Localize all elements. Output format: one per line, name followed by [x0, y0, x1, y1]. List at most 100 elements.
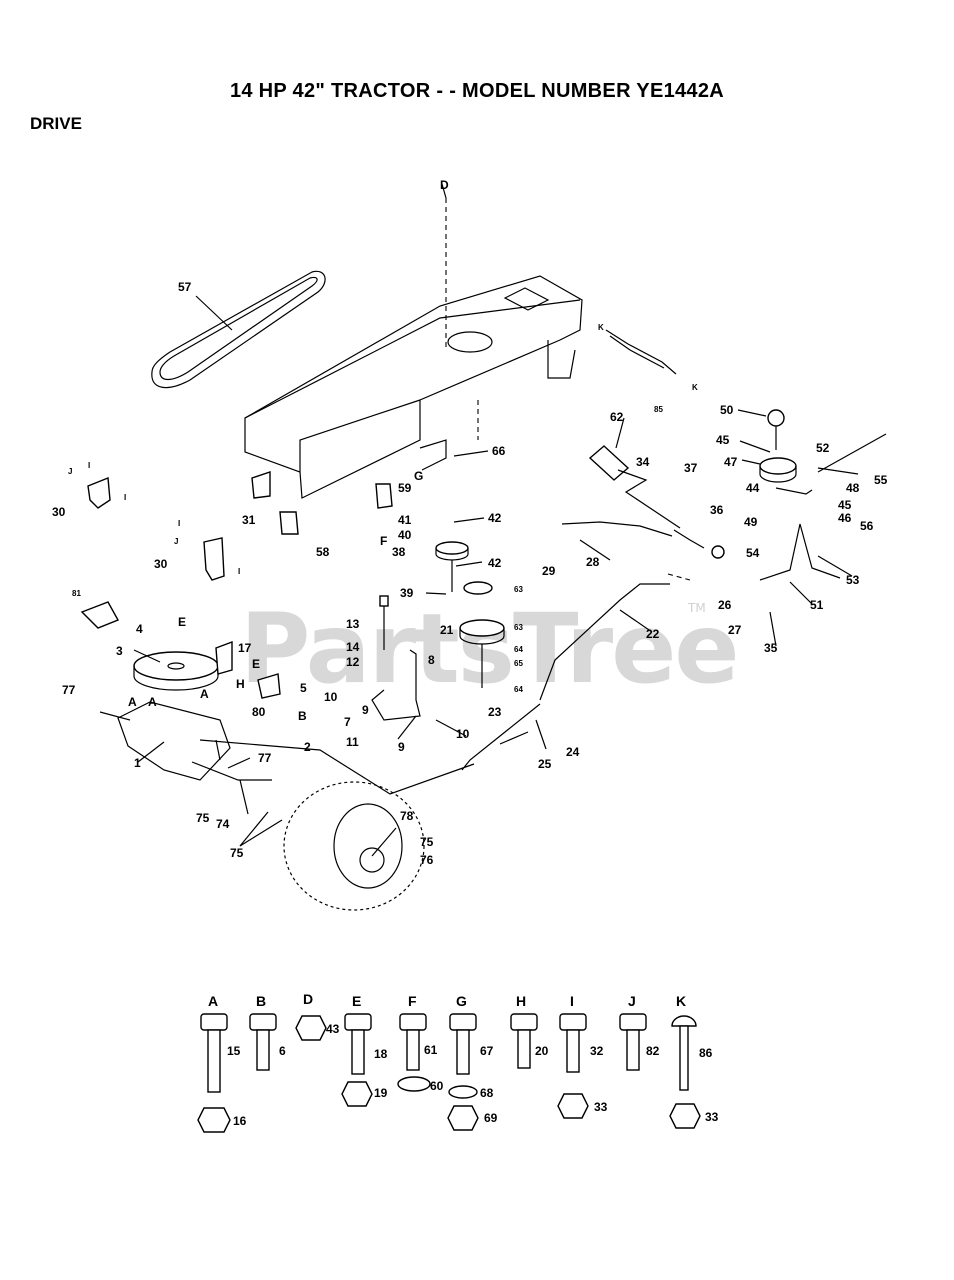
callout-80: 80: [252, 705, 266, 719]
callout-B: B: [298, 709, 307, 723]
hardware-G-part-68: 68: [480, 1086, 494, 1100]
callout-47: 47: [724, 455, 738, 469]
callout-I-1b: I: [124, 493, 126, 502]
callout-1: 1: [134, 756, 141, 770]
hardware-key-E: E: [352, 993, 361, 1009]
callout-30-b: 30: [154, 557, 168, 571]
callout-75-b: 75: [420, 835, 434, 849]
nut-69: [447, 1105, 479, 1131]
callout-2: 2: [304, 740, 311, 754]
callout-E-2: E: [252, 657, 260, 671]
callout-49: 49: [744, 515, 758, 529]
callout-27: 27: [728, 623, 742, 637]
callout-14: 14: [346, 640, 360, 654]
callout-F: F: [380, 534, 387, 548]
drive-belt: [151, 270, 326, 389]
callout-65: 65: [514, 659, 523, 668]
hardware-key-A: A: [208, 993, 218, 1009]
bolt-6: [249, 1013, 277, 1071]
callout-39: 39: [400, 586, 414, 600]
idler-arm-8: [371, 595, 421, 721]
hardware-G-part-67: 67: [480, 1044, 494, 1058]
tractor-frame: [244, 198, 583, 499]
callout-53: 53: [846, 573, 860, 587]
callout-G: G: [414, 469, 423, 483]
callout-63-a: 63: [514, 585, 523, 594]
hardware-key-I: I: [570, 993, 574, 1009]
callout-9-a: 9: [362, 703, 369, 717]
watermark-text: PartsTree: [240, 593, 737, 705]
bolt-15: [200, 1013, 228, 1093]
callout-J-2: J: [174, 537, 178, 546]
callout-34: 34: [636, 455, 650, 469]
bolt-86: [671, 1015, 697, 1091]
callout-I-1: I: [88, 461, 90, 470]
watermark-tm: TM: [687, 601, 706, 615]
hardware-A-part-16: 16: [233, 1114, 247, 1128]
page-title: 14 HP 42" TRACTOR - - MODEL NUMBER YE144…: [229, 80, 725, 102]
callout-77-a: 77: [62, 683, 76, 697]
callout-9-b: 9: [398, 740, 405, 754]
callout-54: 54: [746, 546, 760, 560]
transaxle-assembly: [99, 651, 272, 781]
brake-linkage: [199, 573, 691, 795]
hardware-F-part-60: 60: [430, 1079, 444, 1093]
callout-29: 29: [542, 564, 556, 578]
hardware-key-H: H: [516, 993, 526, 1009]
watermark: PartsTree TM: [240, 593, 739, 705]
bolt-20: [510, 1013, 538, 1069]
callout-5: 5: [300, 681, 307, 695]
callout-23: 23: [488, 705, 502, 719]
callout-50: 50: [720, 403, 734, 417]
callout-37: 37: [684, 461, 698, 475]
callout-52: 52: [816, 441, 830, 455]
callout-17: 17: [238, 641, 252, 655]
callout-85: 85: [654, 405, 663, 414]
callout-44: 44: [746, 481, 760, 495]
bolt-61: [399, 1013, 427, 1071]
hardware-key-K: K: [676, 993, 686, 1009]
callout-J-1: J: [68, 467, 72, 476]
callout-36: 36: [710, 503, 724, 517]
callout-I-2: I: [178, 519, 180, 528]
hardware-D-part-43: 43: [326, 1022, 340, 1036]
callout-21: 21: [440, 623, 454, 637]
callout-13: 13: [346, 617, 360, 631]
hardware-F-part-61: 61: [424, 1043, 438, 1057]
callout-E-1: E: [178, 615, 186, 629]
bolt-82: [619, 1013, 647, 1071]
hardware-key-F: F: [408, 993, 417, 1009]
callout-8: 8: [428, 653, 435, 667]
hardware-key-B: B: [256, 993, 266, 1009]
washer-60: [397, 1076, 431, 1092]
callout-K-2: K: [692, 383, 698, 392]
callout-64-b: 64: [514, 685, 523, 694]
callout-45-a: 45: [716, 433, 730, 447]
callout-77-b: 77: [258, 751, 272, 765]
bolt-18: [344, 1013, 372, 1075]
callout-56: 56: [860, 519, 874, 533]
callout-40: 40: [398, 528, 412, 542]
hardware-key-J: J: [628, 993, 636, 1009]
hardware-K-part-33: 33: [705, 1110, 719, 1124]
rear-wheel: [283, 781, 425, 911]
callout-57: 57: [178, 280, 192, 294]
hardware-E-part-18: 18: [374, 1047, 388, 1061]
hardware-key-G: G: [456, 993, 467, 1009]
callout-10-a: 10: [324, 690, 338, 704]
callout-I-2b: I: [238, 567, 240, 576]
callout-A-3: A: [200, 687, 209, 701]
callout-12: 12: [346, 655, 360, 669]
callout-66: 66: [492, 444, 506, 458]
callout-28: 28: [586, 555, 600, 569]
callout-46: 46: [838, 511, 852, 525]
callout-K-1: K: [598, 323, 604, 332]
nut-19: [341, 1081, 373, 1107]
nut-16: [197, 1107, 231, 1133]
nut-33a: [557, 1093, 589, 1119]
hardware-H-part-20: 20: [535, 1044, 549, 1058]
hardware-E-part-19: 19: [374, 1086, 388, 1100]
callout-35: 35: [764, 641, 778, 655]
callout-76: 76: [420, 853, 434, 867]
